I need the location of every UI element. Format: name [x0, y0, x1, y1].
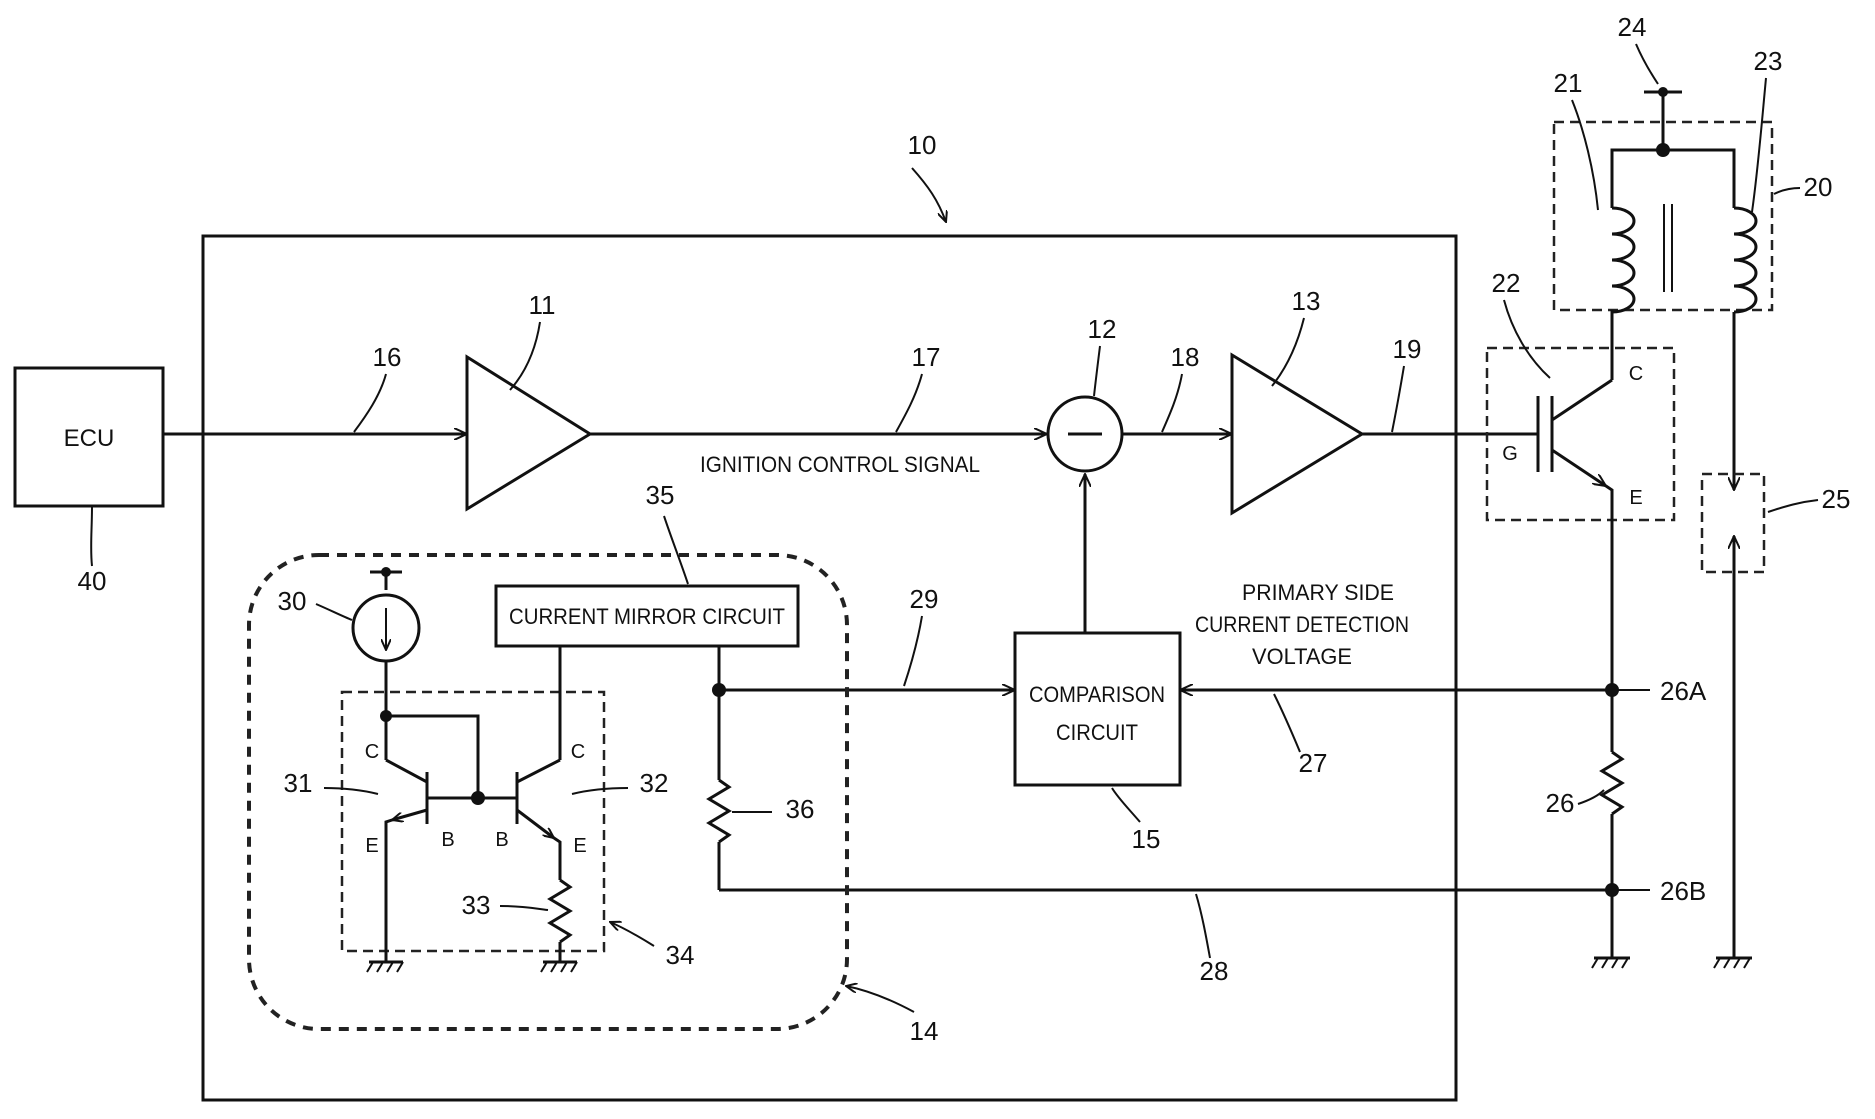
resistor-33-ref: 33: [462, 890, 491, 920]
tr31-ref: 31: [284, 768, 313, 798]
primary-coil-21: [1612, 208, 1634, 312]
mirror-leader: [664, 516, 688, 584]
coil-leader: [1774, 188, 1800, 194]
amp-11-leader: [510, 322, 540, 390]
tr31-emitter-lead: [392, 810, 427, 820]
block-14-ref: 14: [910, 1016, 939, 1046]
detect-label-3: VOLTAGE: [1252, 644, 1352, 669]
amp-13-leader: [1272, 318, 1304, 386]
resistor-36: [709, 780, 729, 842]
line-18-leader: [1162, 374, 1182, 432]
tr31-pin-c: C: [365, 741, 379, 763]
block-14-arrow: [846, 986, 914, 1012]
igbt-emitter-lead: [1552, 450, 1606, 486]
coil-ref: 20: [1804, 172, 1833, 202]
igbt-collector-lead: [1552, 380, 1612, 420]
line-18-ref: 18: [1171, 342, 1200, 372]
tr31-pin-b: B: [441, 829, 454, 851]
resistor-33-leader: [500, 906, 548, 910]
resistor-33: [550, 880, 570, 942]
detect-label-1: PRIMARY SIDE: [1242, 580, 1394, 605]
subtractor-leader: [1094, 346, 1100, 396]
secondary-coil-23: [1734, 208, 1756, 312]
line-19-leader: [1392, 366, 1404, 432]
tr32-leader: [572, 788, 628, 794]
primary-leader: [1572, 100, 1598, 210]
emitter-wire: [1606, 486, 1612, 690]
resistor-26-ref: 26: [1546, 788, 1575, 818]
supply-terminal-24: [1658, 87, 1668, 97]
ignition-signal-label: IGNITION CONTROL SIGNAL: [700, 452, 980, 477]
ecu-leader: [91, 506, 92, 566]
resistor-26: [1602, 752, 1622, 814]
source-supply-terminal: [381, 567, 391, 577]
source-leader: [316, 604, 352, 620]
resistor-26-leader: [1578, 790, 1604, 804]
line-19-ref: 19: [1393, 334, 1422, 364]
comparison-leader: [1112, 788, 1140, 822]
ecu-label: ECU: [64, 425, 115, 452]
tr32-collector-lead: [517, 760, 560, 782]
primary-ref: 21: [1554, 68, 1583, 98]
igbt-pin-c: C: [1629, 363, 1643, 385]
line-17-leader: [896, 374, 922, 432]
tr31-leader: [324, 788, 378, 794]
line-29-leader: [904, 616, 922, 686]
comparison-ref: 15: [1132, 824, 1161, 854]
line-16-leader: [354, 374, 386, 432]
base-node: [471, 791, 485, 805]
supply-ref: 24: [1618, 12, 1647, 42]
line-16-ref: 16: [373, 342, 402, 372]
line-17-ref: 17: [912, 342, 941, 372]
source-ref: 30: [278, 586, 307, 616]
tr32-ref: 32: [640, 768, 669, 798]
line-28-leader: [1196, 894, 1210, 958]
resistor-36-ref: 36: [786, 794, 815, 824]
secondary-ref: 23: [1754, 46, 1783, 76]
igbt-pin-g: G: [1502, 443, 1518, 465]
line-27-leader: [1274, 694, 1300, 752]
tr32-emitter-lead: [517, 810, 554, 838]
igbt-ref: 22: [1492, 268, 1521, 298]
comparison-label-2: CIRCUIT: [1056, 720, 1138, 745]
current-mirror-label: CURRENT MIRROR CIRCUIT: [509, 604, 785, 629]
box-34-ref: 34: [666, 940, 695, 970]
secondary-leader: [1752, 78, 1766, 212]
igbt-leader: [1504, 300, 1550, 378]
tr31-diode-connection: [386, 716, 478, 798]
tr32-pin-b: B: [495, 829, 508, 851]
device-ref-arrow: [912, 168, 946, 222]
tr31-emitter-wire: [386, 820, 392, 950]
box-34-arrow: [610, 922, 654, 946]
plug-ref: 25: [1822, 484, 1851, 514]
mirror-ref: 35: [646, 480, 675, 510]
tr32-emitter-wire: [554, 838, 560, 880]
comparison-label-1: COMPARISON: [1029, 682, 1165, 707]
amp-11-ref: 11: [529, 290, 556, 320]
amp-13-ref: 13: [1292, 286, 1321, 316]
subtractor-ref: 12: [1088, 314, 1117, 344]
node-26a-label: 26A: [1660, 676, 1707, 706]
tr32-pin-e: E: [573, 835, 586, 857]
tr31-pin-e: E: [365, 835, 378, 857]
igbt-pin-e: E: [1629, 487, 1642, 509]
node-26b-label: 26B: [1660, 876, 1706, 906]
input-amplifier-11: [467, 357, 590, 509]
device-ref: 10: [908, 130, 937, 160]
output-amplifier-13: [1232, 355, 1362, 513]
ecu-ref: 40: [78, 566, 107, 596]
line-29-ref: 29: [910, 584, 939, 614]
comparison-circuit-15: [1015, 633, 1180, 785]
coil-top-bus: [1612, 150, 1734, 208]
tr31-collector-lead: [386, 760, 427, 782]
tr32-pin-c: C: [571, 741, 585, 763]
detect-label-2: CURRENT DETECTION: [1195, 612, 1409, 637]
line-28-ref: 28: [1200, 956, 1229, 986]
plug-leader: [1768, 500, 1818, 512]
supply-leader: [1636, 44, 1658, 84]
line-27-ref: 27: [1299, 748, 1328, 778]
